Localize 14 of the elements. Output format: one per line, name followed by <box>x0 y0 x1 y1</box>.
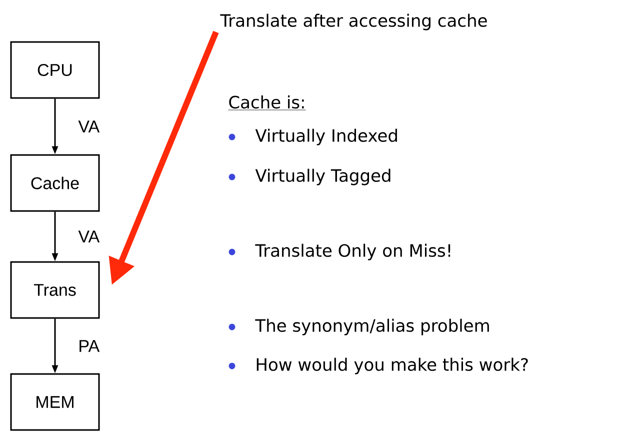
bullet-text: How would you make this work? <box>256 358 528 374</box>
bullet-text: Virtually Indexed <box>255 128 397 146</box>
underlined-heading: Cache is: <box>228 95 306 110</box>
edge-label: VA <box>78 230 100 242</box>
bullet-text: Translate Only on Miss! <box>255 244 450 260</box>
process-box: CPU <box>10 41 100 99</box>
process-box: Trans <box>10 261 100 319</box>
edge-label: PA <box>80 340 100 352</box>
bullet-text: The synonym/alias problem <box>255 318 489 336</box>
edge-label: VA <box>78 120 100 132</box>
process-box: Cache <box>10 154 100 212</box>
bullet-text: Virtually Tagged <box>255 168 390 186</box>
heading-text: Translate after accessing cache <box>220 14 487 30</box>
process-box: MEM <box>10 373 100 431</box>
